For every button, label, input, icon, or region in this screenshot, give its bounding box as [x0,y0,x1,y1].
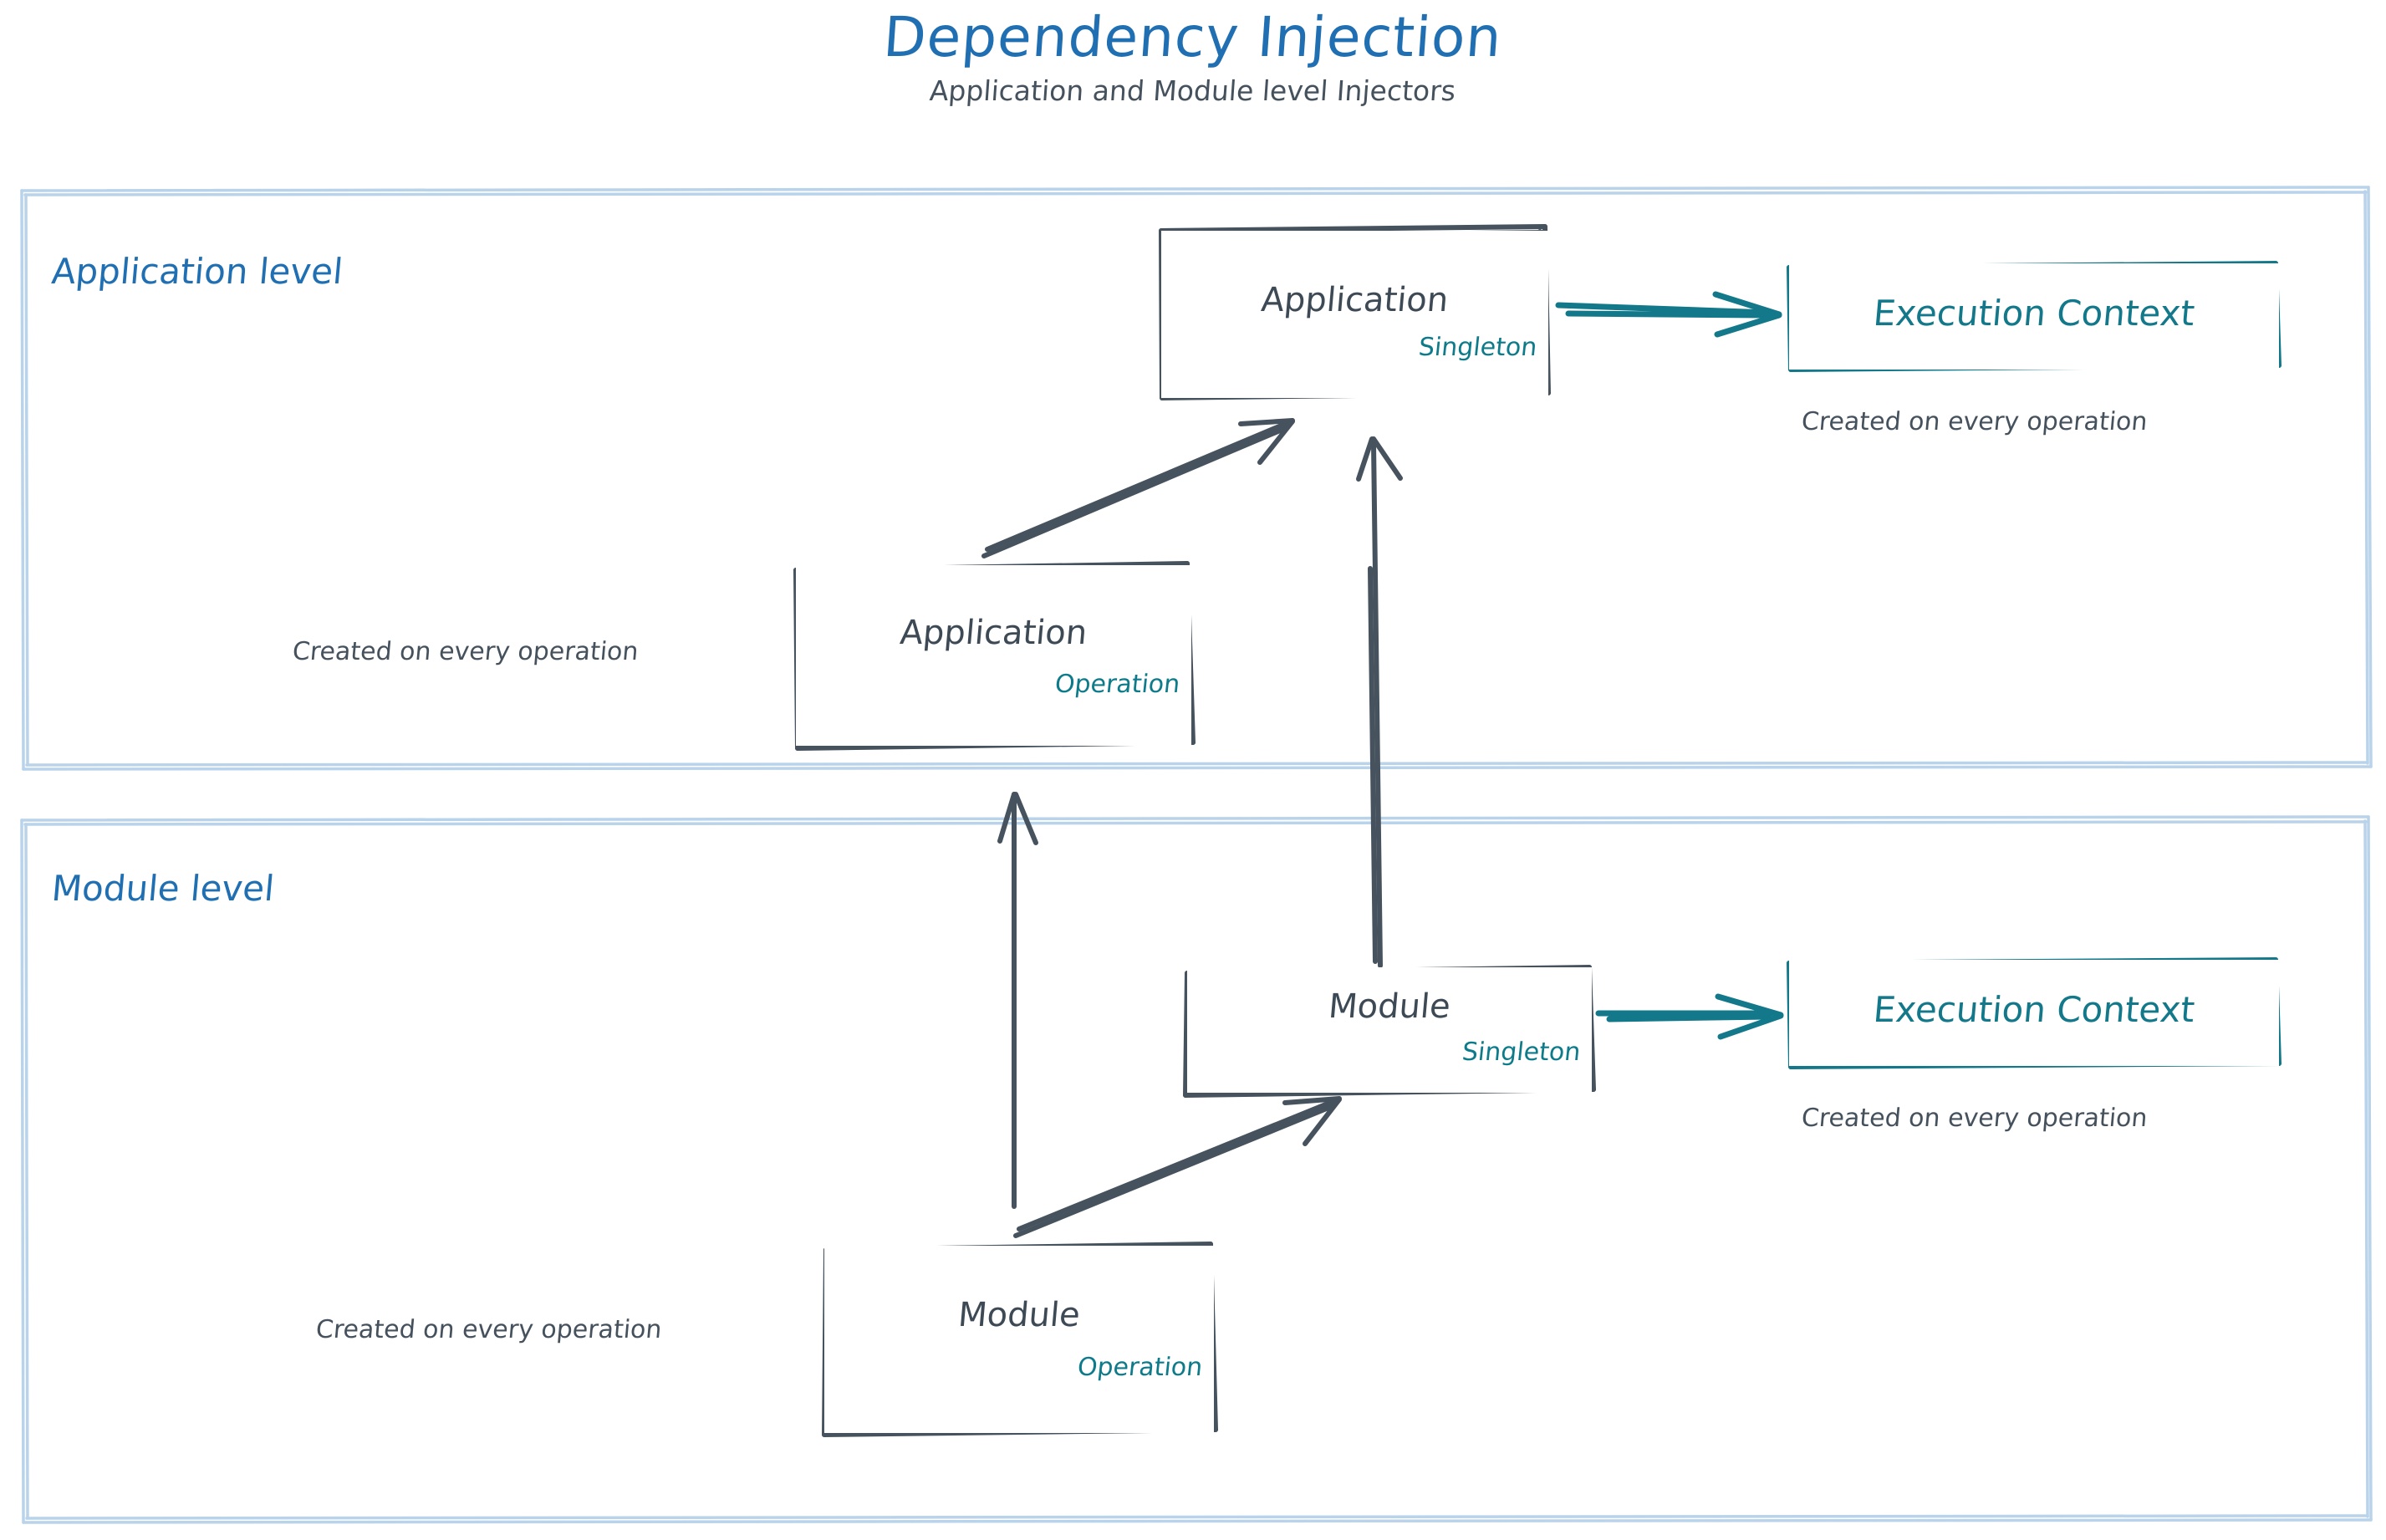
title-block: Dependency Injection Application and Mod… [0,5,2386,108]
application-operation-box[interactable]: Application Operation [796,565,1191,746]
application-operation-caption: Created on every operation [291,637,640,666]
application-execution-context-caption: Created on every operation [1800,407,2149,436]
application-singleton-title: Application [1259,281,1450,319]
module-singleton-scope: Singleton [1460,1038,1582,1067]
application-level-label: Application level [49,251,345,292]
module-operation-caption: Created on every operation [314,1315,664,1344]
arrow-app-operation-to-app-singleton [981,418,1295,558]
arrow-app-singleton-to-exec-context [1555,291,1782,338]
application-singleton-box[interactable]: Application Singleton [1161,231,1548,398]
application-execution-context-title: Execution Context [1871,293,2197,334]
module-execution-context-caption: Created on every operation [1800,1104,2149,1133]
page-subtitle: Application and Module level Injectors [929,74,1457,108]
application-execution-context-box[interactable]: Execution Context [1789,263,2279,370]
module-execution-context-box[interactable]: Execution Context [1789,960,2279,1066]
application-operation-scope: Operation [1053,670,1181,699]
application-operation-title: Application [898,614,1089,652]
module-level-label: Module level [49,868,277,909]
arrow-module-singleton-to-app-singleton [1356,436,1403,968]
module-singleton-title: Module [1327,987,1452,1026]
module-operation-box[interactable]: Module Operation [824,1246,1214,1433]
arrow-module-singleton-to-exec-context [1595,993,1784,1040]
module-operation-scope: Operation [1075,1353,1204,1382]
application-singleton-scope: Singleton [1416,333,1538,362]
arrow-module-operation-to-module-singleton [1013,1096,1342,1238]
page-title: Dependency Injection [881,5,1505,69]
module-operation-title: Module [956,1296,1082,1334]
arrow-module-operation-to-app-operation [997,792,1038,1209]
module-execution-context-title: Execution Context [1871,989,2197,1030]
module-singleton-box[interactable]: Module Singleton [1187,967,1592,1093]
